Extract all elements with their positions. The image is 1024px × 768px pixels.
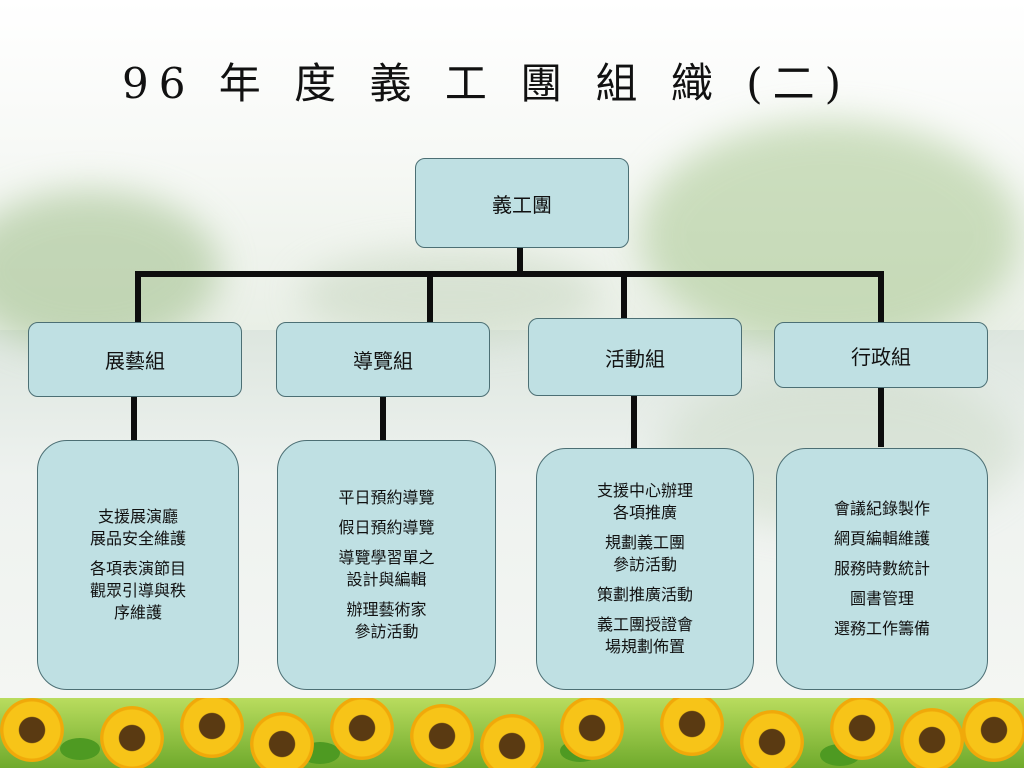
sunflower-icon bbox=[660, 698, 724, 756]
group-label: 導覽組 bbox=[353, 349, 413, 373]
sunflower-icon bbox=[962, 698, 1024, 762]
connector-to-group-2 bbox=[427, 271, 433, 323]
group-node-guided-tour: 導覽組 bbox=[276, 322, 490, 397]
group-node-exhibition: 展藝組 bbox=[28, 322, 242, 397]
detail-item: 會議紀錄製作 bbox=[833, 499, 930, 518]
detail-item: 圖書管理 bbox=[849, 589, 914, 608]
detail-item: 各項表演節目 觀眾引導與秩 序維護 bbox=[89, 559, 186, 622]
root-label: 義工團 bbox=[492, 192, 552, 217]
sunflower-strip bbox=[0, 698, 1024, 768]
connector-root-down bbox=[517, 246, 523, 272]
detail-node-activities: 支援中心辦理 各項推廣 規劃義工團 參訪活動 策劃推廣活動 義工團授證會 場規劃… bbox=[536, 448, 754, 690]
group-label: 展藝組 bbox=[105, 349, 165, 373]
detail-item: 網頁編輯維護 bbox=[833, 529, 930, 548]
detail-item: 平日預約導覽 bbox=[338, 488, 435, 507]
detail-item: 導覽學習單之 設計與編輯 bbox=[338, 548, 435, 589]
sunflower-icon bbox=[250, 712, 314, 768]
sunflower-icon bbox=[900, 708, 964, 768]
group-label: 行政組 bbox=[851, 344, 911, 369]
slide-title: 96 年 度 義 工 團 組 織 (二) bbox=[122, 59, 852, 108]
connector-group-4-detail bbox=[878, 387, 884, 447]
sunflower-icon bbox=[740, 710, 804, 768]
connector-to-group-3 bbox=[621, 271, 627, 319]
sunflower-icon bbox=[180, 698, 244, 758]
group-node-administration: 行政組 bbox=[774, 322, 988, 388]
connector-to-group-1 bbox=[135, 271, 141, 323]
detail-item: 策劃推廣活動 bbox=[596, 585, 693, 604]
connector-group-2-detail bbox=[380, 396, 386, 440]
detail-item: 假日預約導覽 bbox=[338, 518, 435, 537]
detail-item: 辦理藝術家 參訪活動 bbox=[346, 600, 427, 641]
detail-item: 選務工作籌備 bbox=[833, 619, 930, 638]
group-label: 活動組 bbox=[605, 346, 665, 371]
connector-group-1-detail bbox=[131, 396, 137, 440]
detail-item: 服務時數統計 bbox=[833, 559, 930, 578]
detail-node-exhibition: 支援展演廳 展品安全維護 各項表演節目 觀眾引導與秩 序維護 bbox=[37, 440, 239, 690]
detail-item: 支援展演廳 展品安全維護 bbox=[89, 507, 186, 548]
connector-to-group-4 bbox=[878, 271, 884, 323]
connector-group-3-detail bbox=[631, 396, 637, 448]
sunflower-icon bbox=[0, 698, 64, 762]
detail-item: 規劃義工團 參訪活動 bbox=[604, 533, 685, 574]
detail-item: 義工團授證會 場規劃佈置 bbox=[596, 615, 693, 656]
sunflower-icon bbox=[560, 698, 624, 760]
sunflower-icon bbox=[830, 698, 894, 760]
sunflower-icon bbox=[330, 698, 394, 760]
sunflower-icon bbox=[480, 714, 544, 768]
connector-horizontal-bar bbox=[135, 271, 884, 277]
group-node-activities: 活動組 bbox=[528, 318, 742, 396]
detail-node-guided-tour: 平日預約導覽 假日預約導覽 導覽學習單之 設計與編輯 辦理藝術家 參訪活動 bbox=[277, 440, 496, 690]
sunflower-icon bbox=[410, 704, 474, 768]
detail-node-administration: 會議紀錄製作 網頁編輯維護 服務時數統計 圖書管理 選務工作籌備 bbox=[776, 448, 988, 690]
sunflower-icon bbox=[100, 706, 164, 768]
root-node: 義工團 bbox=[415, 158, 629, 248]
detail-item: 支援中心辦理 各項推廣 bbox=[596, 481, 693, 522]
